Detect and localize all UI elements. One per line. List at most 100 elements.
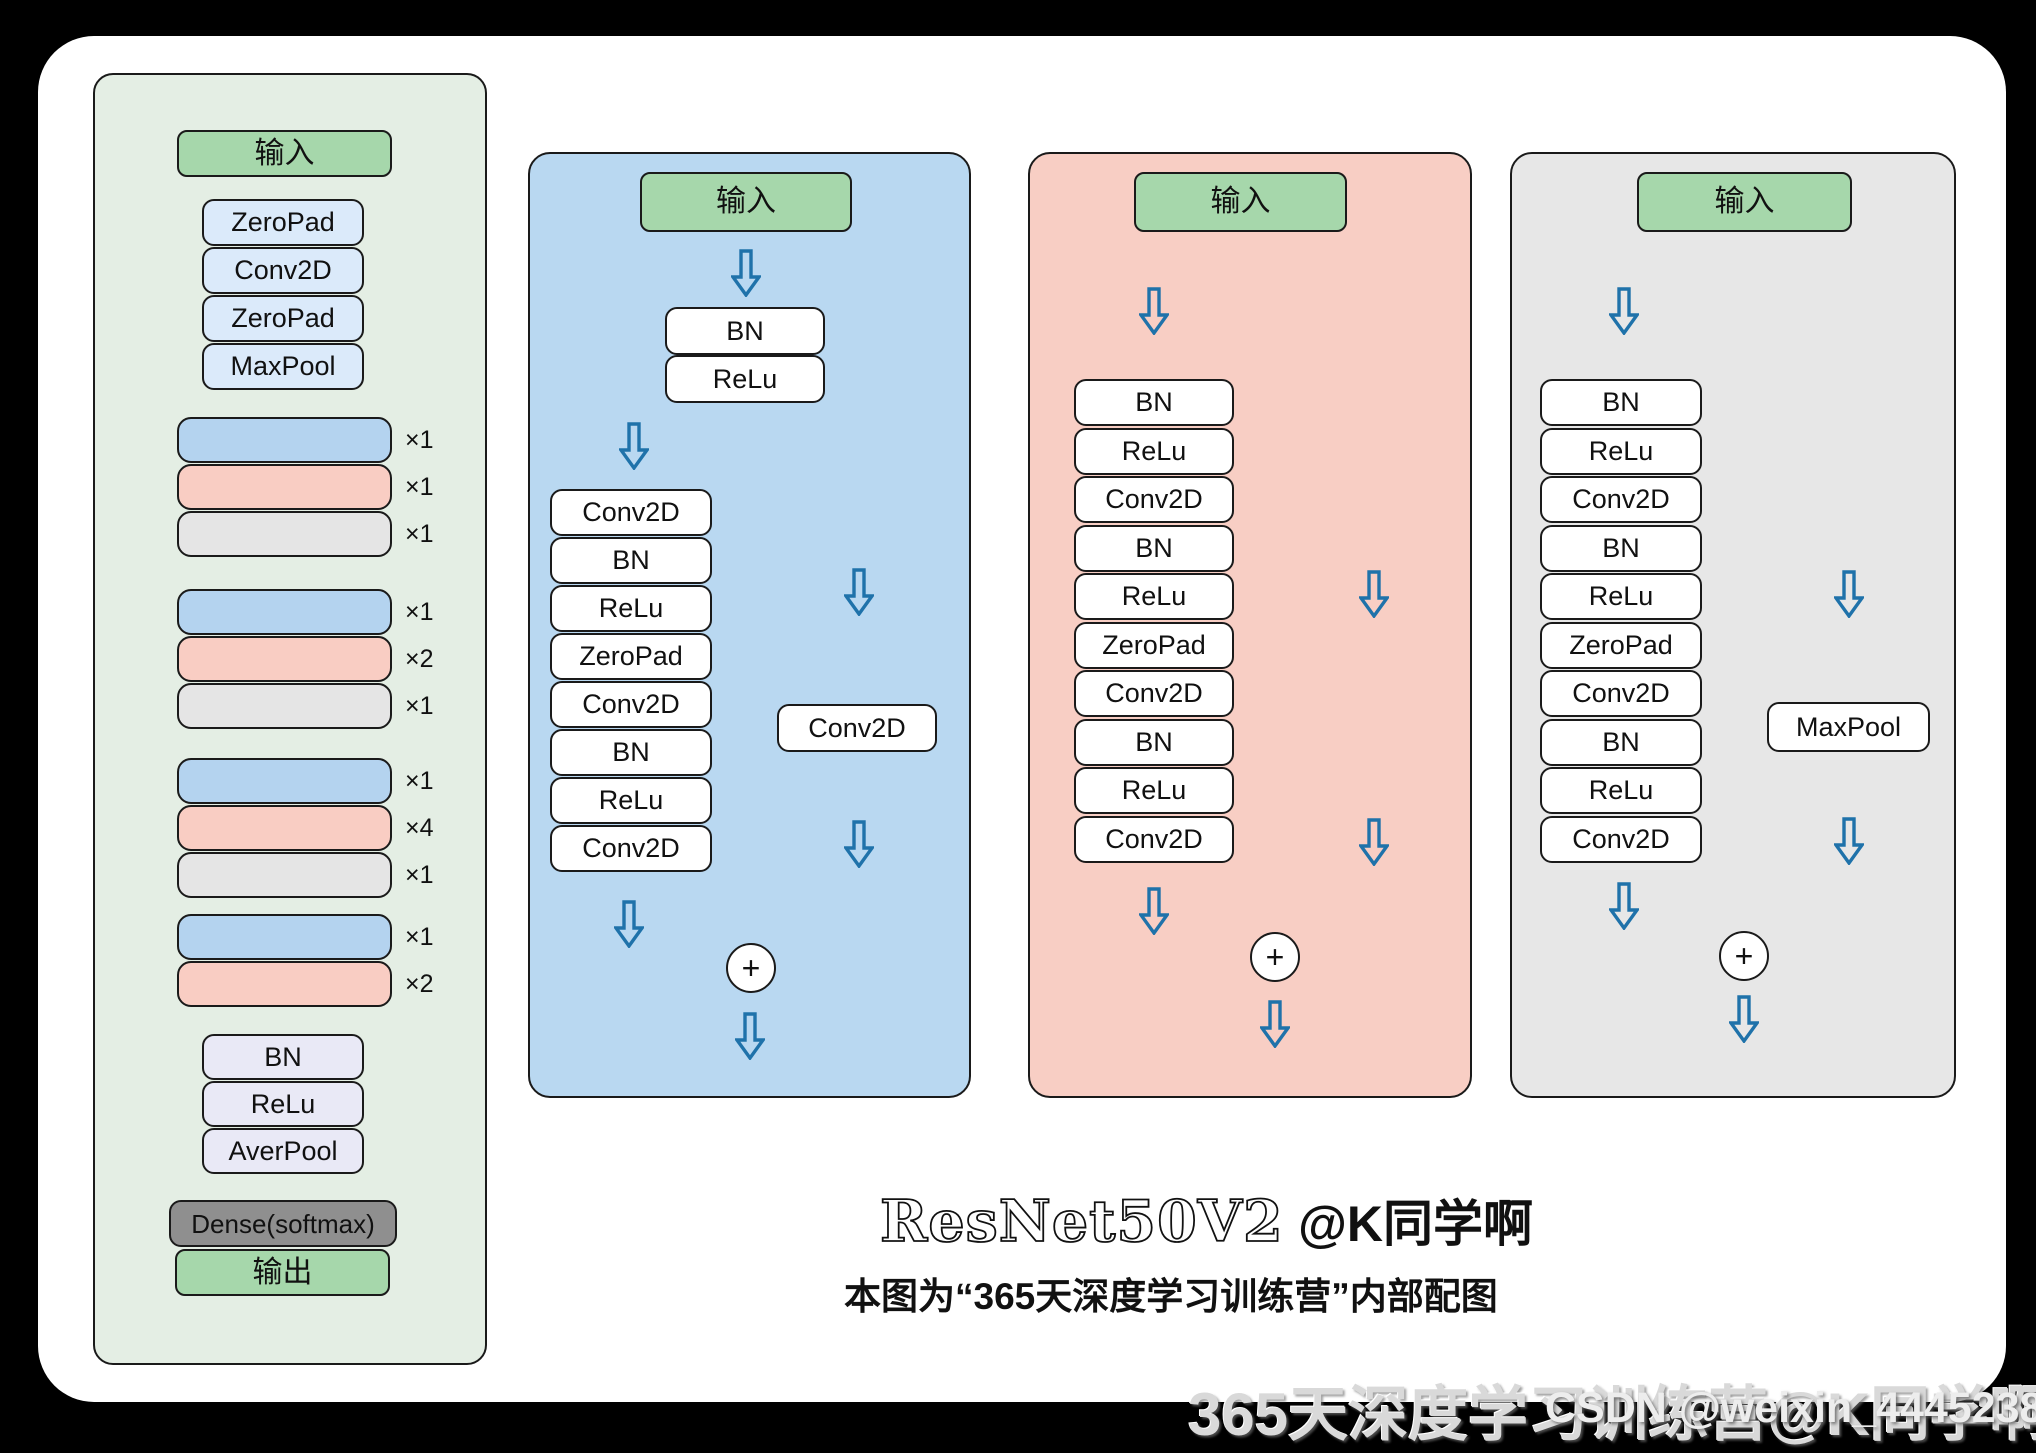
watermark-large: 365天深度学习训练营@K同学啊	[1188, 1381, 2036, 1448]
output-label: 输出	[252, 1255, 313, 1289]
layer-label: BN	[1602, 387, 1640, 417]
layer-node: ReLu	[550, 777, 712, 824]
down-arrow-icon	[1834, 817, 1864, 865]
identity-block-chip	[177, 961, 392, 1007]
down-arrow-icon	[1834, 570, 1864, 618]
layer-node: Conv2D	[1540, 670, 1702, 717]
layer-node: Conv2D	[1074, 670, 1234, 717]
conv-block-chip	[177, 417, 392, 463]
conv-block-chip	[177, 758, 392, 804]
layer-node: ZeroPad	[202, 295, 364, 342]
layer-label: MaxPool	[1795, 711, 1902, 742]
layer-label: ReLu	[598, 785, 664, 815]
shortcut-conv-node: Conv2D	[777, 704, 937, 752]
down-arrow-icon	[844, 568, 874, 616]
down-arrow-icon	[1609, 287, 1639, 335]
layer-node: Conv2D	[1074, 476, 1234, 523]
layer-label: Conv2D	[1572, 678, 1670, 708]
input-label: 输入	[716, 185, 776, 218]
layer-label: ReLu	[1121, 775, 1187, 805]
dense-softmax-node: Dense(softmax)	[169, 1200, 397, 1247]
pool-block-chip	[177, 511, 392, 557]
layer-node: ReLu	[1540, 573, 1702, 620]
layer-label: ReLu	[250, 1088, 316, 1119]
block-multiplier: ×1	[405, 923, 434, 951]
layer-label: ReLu	[712, 363, 778, 394]
diagram-subtitle: 本图为“365天深度学习训练营”内部配图	[844, 1276, 1498, 1317]
layer-node: MaxPool	[202, 343, 364, 390]
identity-block-chip	[177, 805, 392, 851]
layer-label: ReLu	[1588, 775, 1654, 805]
conv-block-chip	[177, 914, 392, 960]
layer-node: ReLu	[1074, 428, 1234, 475]
block-multiplier: ×2	[405, 970, 434, 998]
layer-label: Conv2D	[1572, 824, 1670, 854]
layer-node: Conv2D	[550, 825, 712, 872]
down-arrow-icon	[1609, 882, 1639, 930]
pool-block-chip	[177, 852, 392, 898]
layer-node: BN	[1540, 379, 1702, 426]
block-multiplier: ×1	[405, 520, 434, 548]
down-arrow-icon	[1729, 995, 1759, 1043]
add-junction: +	[1250, 932, 1300, 982]
layer-label: ZeroPad	[1569, 630, 1673, 660]
down-arrow-icon	[1260, 1000, 1290, 1048]
layer-node: BN	[1540, 525, 1702, 572]
block-multiplier: ×4	[405, 814, 434, 842]
conv-block-panel: 输入 BN ReLu Conv2D BN ReLu ZeroPad Conv2D…	[528, 152, 971, 1098]
layer-node: Conv2D	[1074, 816, 1234, 863]
pool-block-chip	[177, 683, 392, 729]
layer-label: Conv2D	[1105, 678, 1203, 708]
layer-label: BN	[1135, 533, 1173, 563]
layer-node: BN	[550, 537, 712, 584]
layer-node: BN	[1540, 719, 1702, 766]
layer-label: ReLu	[598, 593, 664, 623]
input-node: 输入	[640, 172, 852, 232]
layer-label: ZeroPad	[231, 303, 335, 333]
block-multiplier: ×1	[405, 861, 434, 889]
input-node: 输入	[177, 130, 392, 177]
layer-label: BN	[612, 737, 650, 767]
block-multiplier: ×1	[405, 598, 434, 626]
down-arrow-icon	[731, 249, 761, 297]
diagram-title: ResNet50V2 @K同学啊	[879, 1184, 1533, 1256]
layer-label: Conv2D	[808, 712, 906, 743]
down-arrow-icon	[619, 422, 649, 470]
layer-label: BN	[612, 545, 650, 575]
layer-label: BN	[726, 315, 764, 346]
layer-node: ReLu	[665, 355, 825, 403]
layer-node: BN	[550, 729, 712, 776]
layer-node: BN	[1074, 379, 1234, 426]
layer-label: ZeroPad	[231, 207, 335, 237]
layer-label: BN	[1135, 727, 1173, 757]
layer-label: AverPool	[228, 1135, 338, 1166]
layer-label: Conv2D	[1572, 484, 1670, 514]
layer-node: ZeroPad	[202, 199, 364, 246]
layer-node: ReLu	[550, 585, 712, 632]
shortcut-maxpool-node: MaxPool	[1767, 702, 1930, 752]
layer-label: ZeroPad	[579, 641, 683, 671]
input-label: 输入	[254, 136, 315, 170]
output-node: 输出	[175, 1249, 390, 1296]
layer-node: ZeroPad	[550, 633, 712, 680]
add-junction: +	[726, 943, 776, 993]
overview-panel: 输入 ZeroPad Conv2D ZeroPad MaxPool ×1 ×1 …	[93, 73, 487, 1365]
layer-label: Conv2D	[1105, 824, 1203, 854]
block-multiplier: ×1	[405, 692, 434, 720]
layer-node: Conv2D	[202, 247, 364, 294]
layer-node: Conv2D	[550, 681, 712, 728]
input-node: 输入	[1134, 172, 1347, 232]
layer-label: Conv2D	[234, 255, 332, 285]
layer-label: BN	[264, 1041, 302, 1072]
layer-label: ReLu	[1588, 436, 1654, 466]
identity-block-panel: 输入 BN ReLu Conv2D BN ReLu ZeroPad Conv2D…	[1028, 152, 1472, 1098]
layer-node: ReLu	[1540, 428, 1702, 475]
down-arrow-icon	[1139, 887, 1169, 935]
down-arrow-icon	[844, 820, 874, 868]
layer-label: ZeroPad	[1102, 630, 1206, 660]
title-main: ResNet50V2	[879, 1187, 1284, 1256]
down-arrow-icon	[1139, 287, 1169, 335]
down-arrow-icon	[1359, 818, 1389, 866]
layer-label: BN	[1135, 387, 1173, 417]
